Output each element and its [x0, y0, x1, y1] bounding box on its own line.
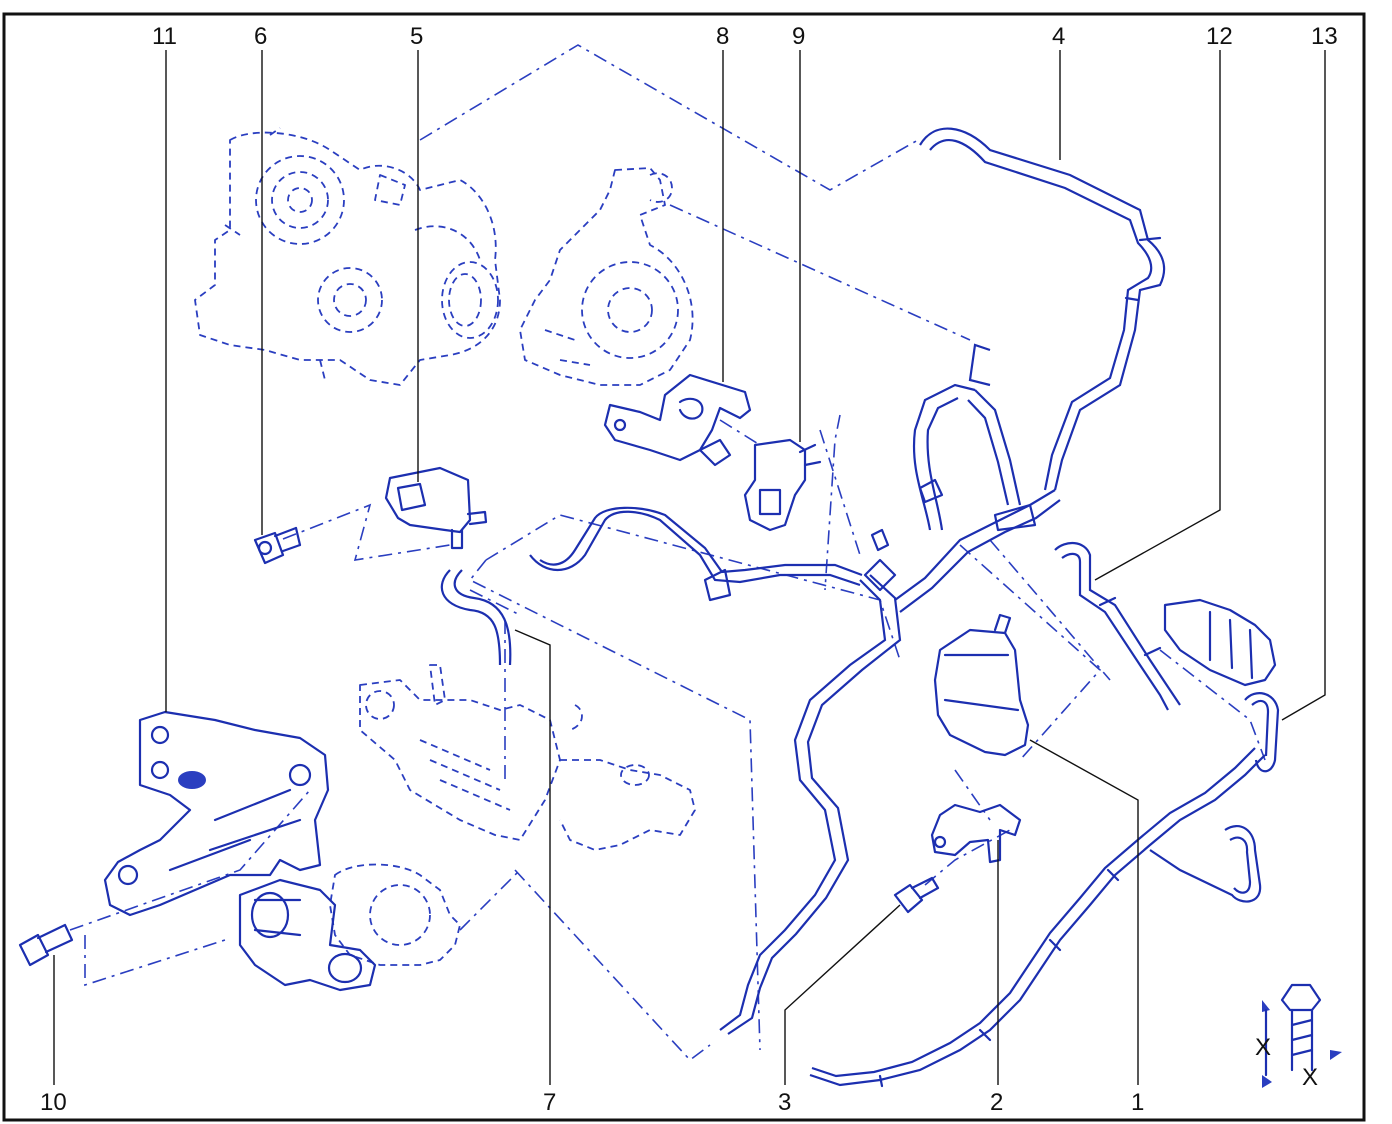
part-13-hose [1149, 692, 1280, 903]
part-12-hose [1054, 542, 1181, 711]
callout-10: 10 [40, 1089, 67, 1116]
part-10-bolt [18, 923, 74, 967]
part-11-bracket [103, 710, 330, 917]
callout-13: 13 [1311, 23, 1338, 50]
callout-4: 4 [1052, 23, 1065, 50]
callout-11: 11 [152, 23, 177, 50]
tightening-symbol: X X [1255, 983, 1342, 1091]
tightening-x-label-right: X [1302, 1064, 1318, 1091]
part-9-solenoid-valve [743, 438, 822, 532]
callout-12: 12 [1206, 23, 1233, 50]
lower-right-pipe [809, 747, 1266, 1088]
part-1-solenoid-valve [933, 613, 1030, 757]
callout-3: 3 [778, 1089, 791, 1116]
part-8-bracket [603, 373, 752, 467]
ghost-turbo-housing [519, 167, 694, 386]
part-4-vacuum-pipe [919, 127, 1166, 491]
callout-5: 5 [410, 23, 423, 50]
part-7-hose [440, 569, 512, 666]
callout-9: 9 [792, 23, 805, 50]
part-2-bracket [930, 803, 1022, 864]
leader-lines [53, 50, 1326, 1085]
part-6-bolt [253, 526, 302, 565]
main-vacuum-harness [529, 343, 1061, 1035]
ghost-egr-cooler [359, 664, 696, 851]
callout-8: 8 [716, 23, 729, 50]
part-3-bolt [893, 876, 940, 914]
callout-7: 7 [543, 1089, 556, 1116]
part-5-solenoid-valve [384, 466, 488, 550]
callout-1: 1 [1131, 1089, 1144, 1116]
tightening-x-label-left: X [1255, 1034, 1271, 1061]
ghost-engine-block [194, 127, 501, 386]
ghost-throttle-body [329, 863, 461, 966]
egr-valve-assembly [238, 878, 377, 992]
callout-2: 2 [990, 1089, 1003, 1116]
pressure-sensor [1163, 598, 1277, 687]
diagram-border [2, 12, 1366, 1122]
callout-numbers: 11 6 5 8 9 4 12 13 10 7 3 2 1 [40, 23, 1338, 1116]
callout-6: 6 [254, 23, 267, 50]
